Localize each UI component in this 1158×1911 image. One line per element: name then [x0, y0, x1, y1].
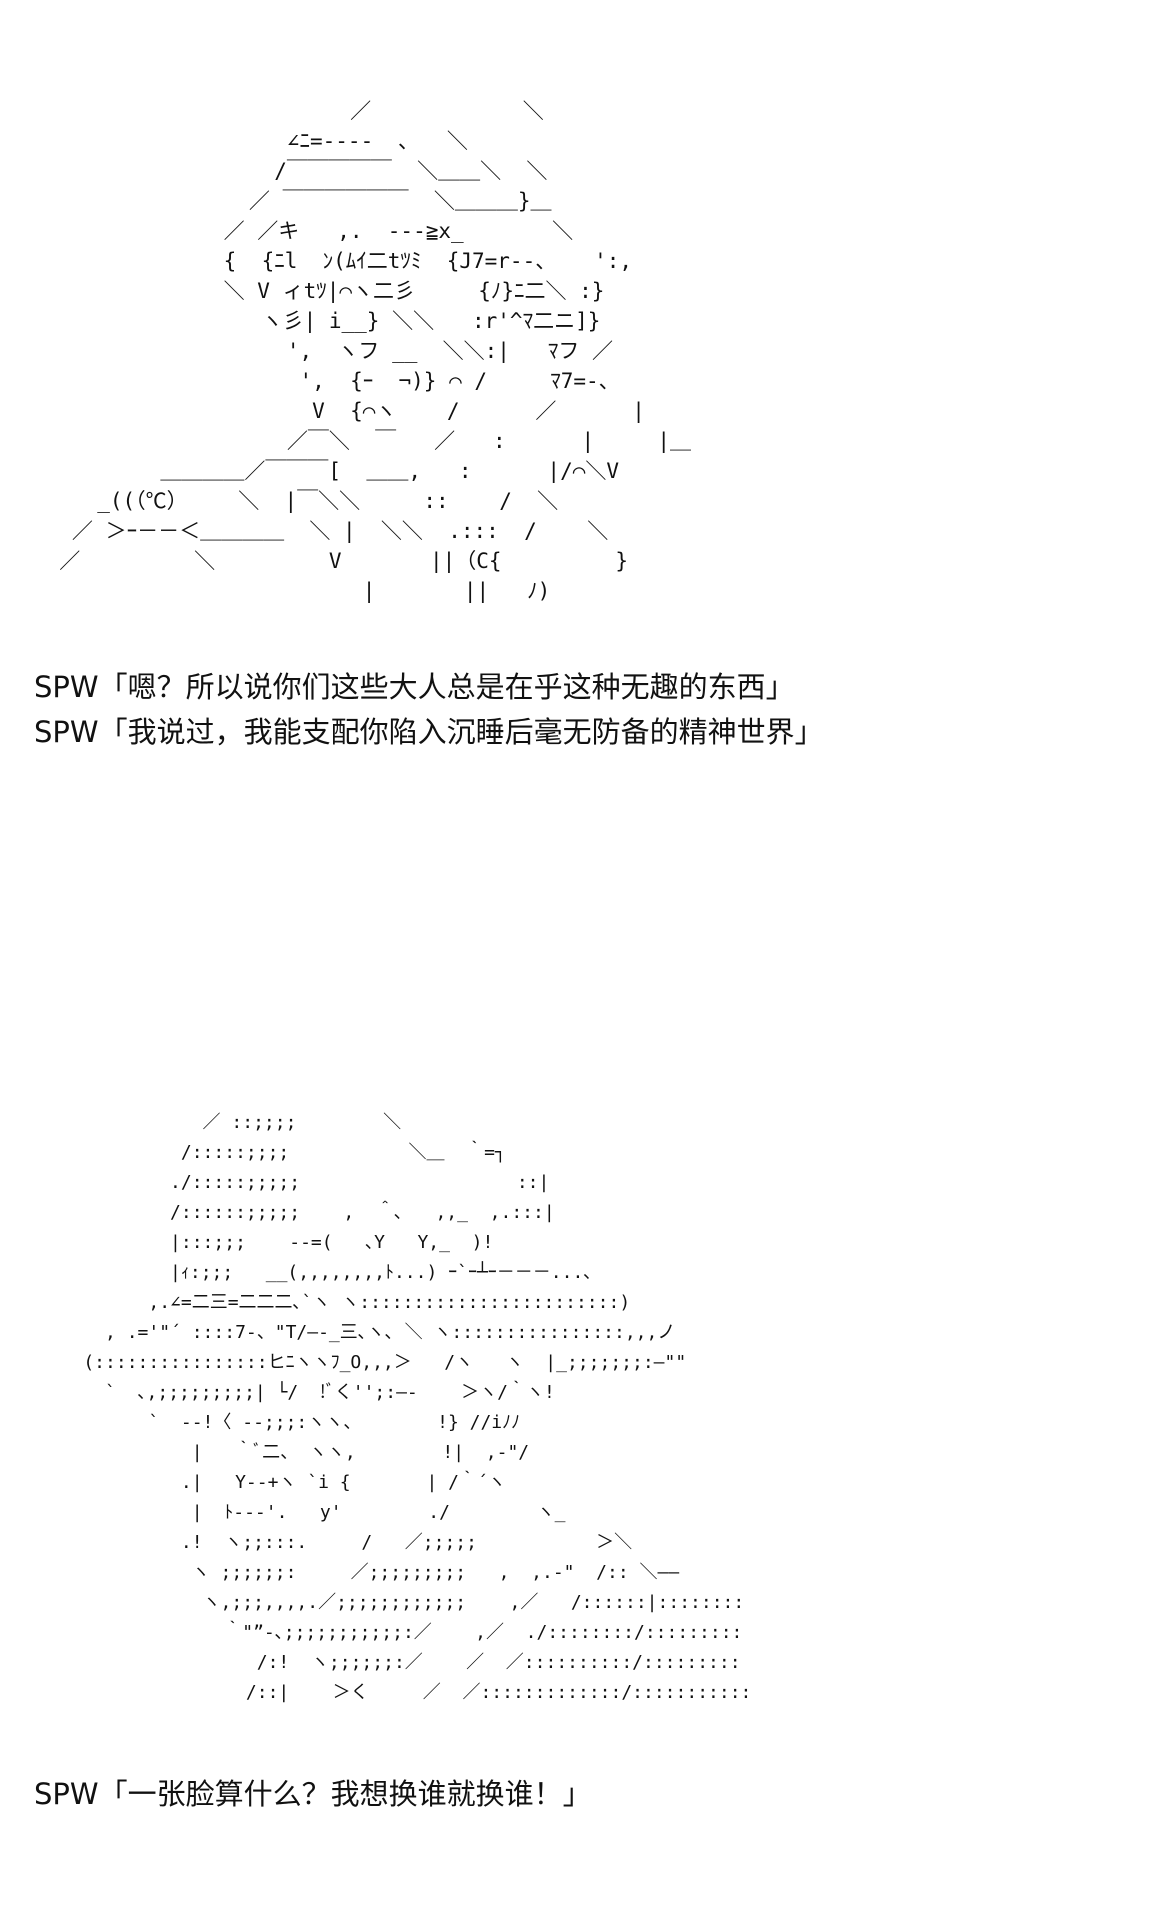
dialogue-line: SPW「嗯？所以说你们这些大人总是在乎这种无趣的东西」 [34, 670, 795, 704]
dialogue-line: SPW「我说过，我能支配你陷入沉睡后毫无防备的精神世界」 [34, 715, 824, 749]
ascii-art-figure: ／ ::;;;; ＼ /:::::;;;; ＼＿ ｀=┐ ./:::::;;;;… [83, 1112, 752, 1703]
dialogue-line: SPW「一张脸算什么？我想换谁就换谁！」 [34, 1777, 592, 1811]
ascii-art-figure: ／ ＼ ∠ﾆ=---- ､ ＼ /￣￣￣￣￣ ＼＿＿＼ ＼ ／ ￣￣￣￣￣￣ ＼… [59, 99, 692, 603]
